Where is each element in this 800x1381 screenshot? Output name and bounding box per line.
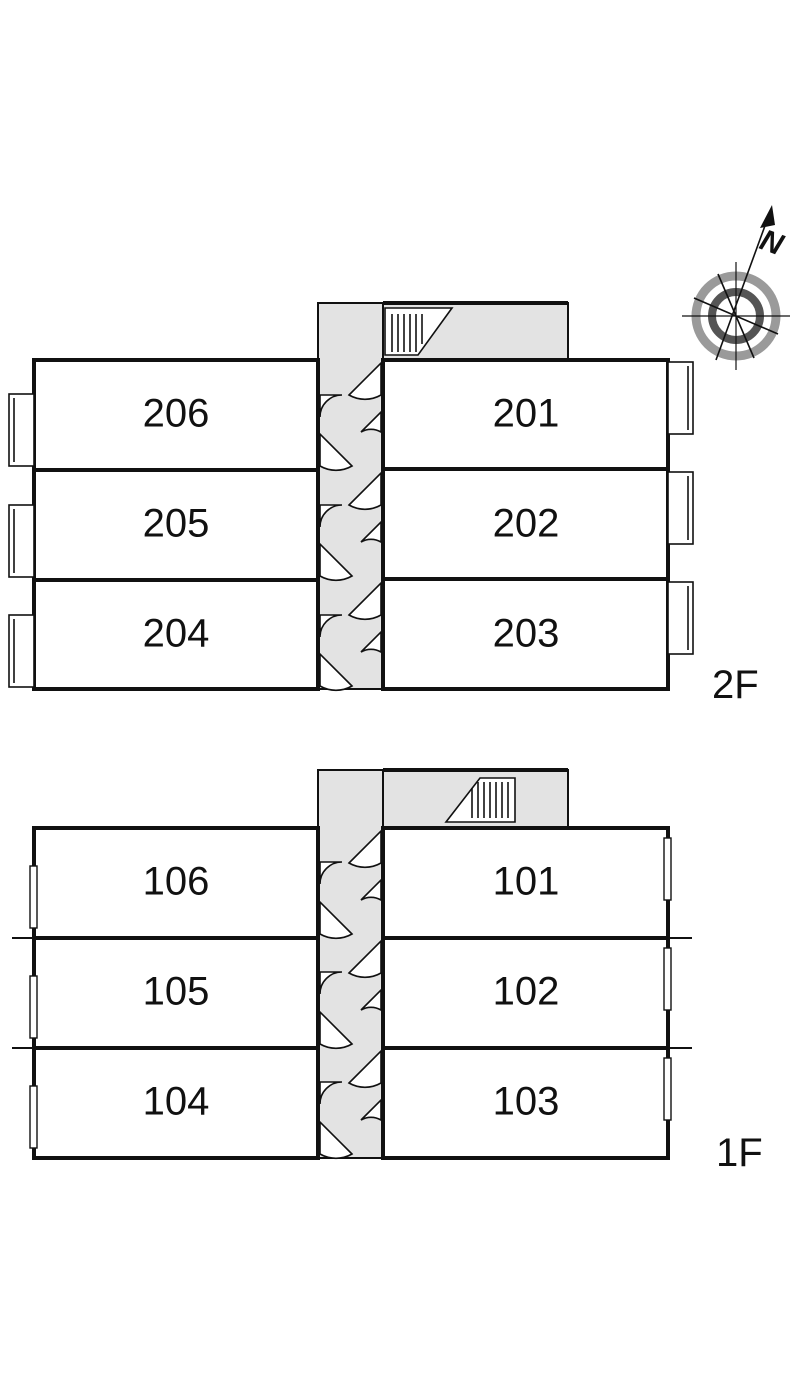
unit-203-label: 203 — [493, 612, 560, 656]
stairs-1f-icon — [444, 777, 516, 823]
stairs-2f-icon — [384, 307, 454, 356]
balcony-204 — [8, 614, 35, 688]
unit-106 — [32, 826, 320, 940]
doors-1f-right — [347, 829, 382, 1122]
unit-103 — [381, 1046, 670, 1160]
unit-106-label: 106 — [143, 860, 210, 904]
compass-rose-icon — [682, 205, 790, 370]
unit-205 — [32, 468, 320, 582]
balcony-206 — [8, 393, 35, 467]
unit-104 — [32, 1046, 320, 1160]
north-letter: N — [756, 224, 789, 263]
unit-206-label: 206 — [143, 392, 210, 436]
unit-101-label: 101 — [493, 860, 560, 904]
unit-201-label: 201 — [493, 392, 560, 436]
unit-101 — [381, 826, 670, 940]
unit-103-label: 103 — [493, 1080, 560, 1124]
unit-102 — [381, 936, 670, 1050]
unit-201 — [381, 358, 670, 471]
doors-2f-right — [347, 361, 382, 654]
unit-105 — [32, 936, 320, 1050]
unit-105-label: 105 — [143, 970, 210, 1014]
floor-label-2f: 2F — [712, 663, 759, 707]
floor-1f: 106 105 104 101 102 103 1F — [12, 768, 763, 1175]
floor-label-1f: 1F — [716, 1131, 763, 1175]
doors-2f-left — [319, 394, 354, 692]
unit-104-label: 104 — [143, 1080, 210, 1124]
compass: N — [682, 205, 790, 370]
unit-204-label: 204 — [143, 612, 210, 656]
balcony-201 — [667, 361, 694, 435]
floor-2f: 206 205 204 201 202 203 2F — [8, 301, 759, 707]
balcony-203 — [667, 581, 694, 655]
unit-202 — [381, 467, 670, 581]
unit-202-label: 202 — [493, 502, 560, 546]
unit-205-label: 205 — [143, 502, 210, 546]
unit-102-label: 102 — [493, 970, 560, 1014]
unit-203 — [381, 577, 670, 691]
balcony-202 — [667, 471, 694, 545]
balcony-205 — [8, 504, 35, 578]
doors-1f-left — [319, 861, 354, 1160]
